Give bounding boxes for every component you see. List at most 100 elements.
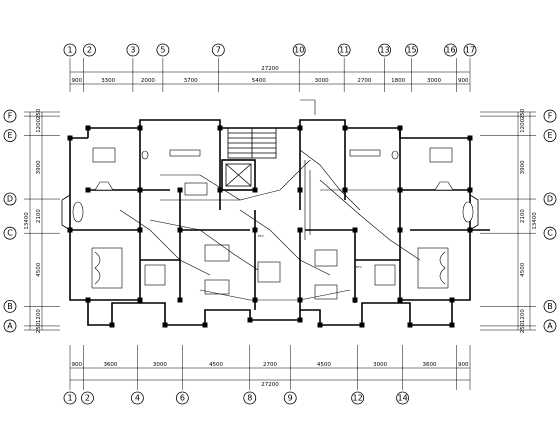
structural-column bbox=[317, 322, 323, 328]
axis-bubble-right bbox=[543, 109, 557, 123]
axis-bubble-bottom bbox=[131, 391, 144, 405]
structural-column bbox=[85, 187, 91, 193]
bottom-seg-dim-text: 4500 bbox=[317, 362, 331, 368]
axis-label-top: 16 bbox=[445, 46, 455, 55]
axis-label-top: 10 bbox=[294, 46, 304, 55]
structural-column bbox=[467, 187, 473, 193]
axis-bubble-bottom bbox=[63, 391, 77, 405]
axis-bubble-top bbox=[378, 43, 392, 57]
top-seg-dim-text: 2700 bbox=[357, 78, 371, 84]
top-total-dim-text: 27200 bbox=[261, 66, 279, 72]
axis-label-right: D bbox=[547, 195, 553, 204]
bottom-seg-dim-text: 900 bbox=[71, 362, 82, 368]
right-seg-dim-text: 250 bbox=[520, 322, 526, 333]
axis-bubble-top bbox=[444, 43, 457, 57]
axis-bubble-right bbox=[543, 226, 557, 240]
axis-label-top: 13 bbox=[380, 46, 390, 55]
structural-column bbox=[217, 187, 223, 193]
fixtures-layer: KTV KTV bbox=[72, 147, 474, 300]
axis-bubble-bottom bbox=[243, 391, 257, 405]
structural-column bbox=[217, 125, 223, 131]
axis-bubble-top bbox=[156, 43, 170, 57]
structural-column bbox=[359, 322, 365, 328]
structural-column bbox=[137, 227, 143, 233]
structural-column bbox=[352, 297, 358, 303]
left-total-dim-text: 13400 bbox=[24, 212, 30, 230]
right-seg-dim-text: 1200 bbox=[520, 309, 526, 323]
axis-bubble-top bbox=[63, 43, 77, 57]
columns-layer bbox=[67, 125, 473, 328]
left-seg-dim-text: 1200 bbox=[36, 118, 42, 132]
right-seg-dim-text: 2100 bbox=[520, 209, 526, 223]
top-seg-dim-text: 900 bbox=[71, 78, 82, 84]
left-seg-dim-text: 2100 bbox=[36, 209, 42, 223]
kitchen-counter-right bbox=[349, 149, 381, 157]
axis-label-bottom: 2 bbox=[85, 394, 90, 403]
axis-label-top: 1 bbox=[67, 46, 72, 55]
axis-bubble-top bbox=[83, 43, 96, 57]
structural-column bbox=[85, 125, 91, 131]
structural-column bbox=[177, 187, 183, 193]
structural-column bbox=[247, 317, 253, 323]
axis-bubble-left bbox=[3, 109, 17, 123]
axis-bubble-bottom bbox=[81, 391, 94, 405]
axis-label-left: E bbox=[7, 131, 12, 140]
axis-label-left: A bbox=[7, 321, 13, 330]
top-seg-dim-text: 3000 bbox=[315, 78, 329, 84]
axis-label-top: 11 bbox=[339, 46, 349, 55]
axis-label-left: F bbox=[8, 112, 13, 121]
axis-bubble-left bbox=[3, 226, 17, 240]
axis-label-left: B bbox=[7, 302, 13, 311]
walls-layer bbox=[61, 119, 490, 326]
axis-label-bottom: 12 bbox=[353, 394, 363, 403]
axis-bubble-bottom bbox=[396, 391, 409, 405]
axis-bubble-bottom bbox=[175, 391, 189, 405]
bed-fixture-second-left bbox=[144, 264, 166, 286]
axis-label-top: 3 bbox=[130, 46, 135, 55]
bed-fixture-top-left bbox=[92, 147, 116, 163]
structural-column bbox=[449, 297, 455, 303]
bottom-total-dim-text: 27200 bbox=[261, 382, 279, 388]
bed-covers-right bbox=[439, 251, 446, 285]
axis-bubble-top bbox=[211, 43, 225, 57]
structural-column bbox=[137, 187, 143, 193]
axis-bubble-left bbox=[3, 129, 17, 142]
right-total-dim-text: 13400 bbox=[532, 212, 538, 230]
axis-bubble-bottom bbox=[351, 391, 365, 405]
axis-bubble-right bbox=[543, 129, 557, 142]
structural-column bbox=[162, 322, 168, 328]
structural-column bbox=[467, 135, 473, 141]
axis-bubble-top bbox=[126, 43, 140, 57]
bottom-seg-dim-text: 2700 bbox=[263, 362, 277, 368]
structural-column bbox=[137, 297, 143, 303]
axis-bubble-right bbox=[543, 319, 557, 333]
bed-fixture-top-right bbox=[429, 147, 453, 163]
structural-column bbox=[297, 317, 303, 323]
axis-bubble-top bbox=[292, 43, 306, 57]
axis-label-bottom: 8 bbox=[247, 394, 252, 403]
left-seg-dim-text: 250 bbox=[36, 322, 42, 333]
sofa-right-bottom bbox=[314, 284, 338, 300]
chair-left bbox=[94, 181, 114, 191]
structural-column bbox=[397, 227, 403, 233]
axis-label-right: A bbox=[547, 321, 553, 330]
right-seg-dim-text: 4500 bbox=[520, 262, 526, 276]
left-seg-dim-text: 4500 bbox=[36, 262, 42, 276]
sofa-left-bottom bbox=[204, 279, 230, 295]
wiring-layer bbox=[119, 99, 421, 301]
bottom-seg-dim-text: 3600 bbox=[103, 362, 117, 368]
kitchen-counter-left bbox=[169, 149, 201, 157]
structural-column bbox=[177, 227, 183, 233]
axis-label-top: 7 bbox=[216, 46, 221, 55]
top-seg-dim-text: 900 bbox=[458, 78, 469, 84]
structural-column bbox=[252, 187, 258, 193]
axis-label-right: E bbox=[547, 131, 552, 140]
dining-table bbox=[184, 182, 208, 196]
bottom-seg-dim-text: 900 bbox=[458, 362, 469, 368]
axis-label-right: B bbox=[547, 302, 553, 311]
axis-label-bottom: 1 bbox=[67, 394, 72, 403]
axis-bubble-top bbox=[337, 43, 351, 57]
